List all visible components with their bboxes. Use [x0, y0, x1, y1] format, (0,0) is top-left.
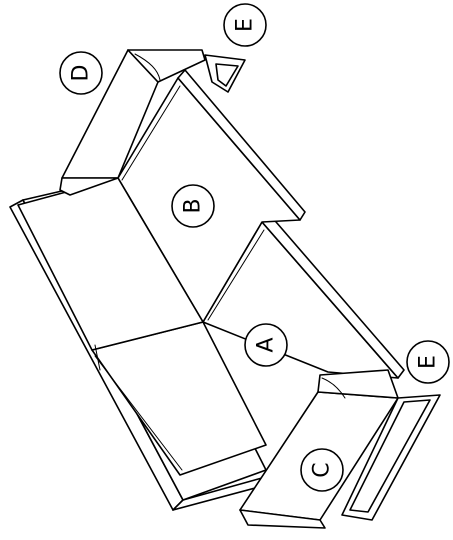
callout-c: C [300, 448, 344, 492]
leg-e-top [204, 54, 246, 93]
callout-a-label: A [254, 337, 279, 352]
callout-d-label: D [69, 65, 94, 82]
callout-b-label: B [181, 198, 206, 213]
callout-b: B [171, 184, 215, 228]
callout-e-bottom-label: E [416, 355, 441, 369]
armrest-d [59, 49, 206, 196]
callout-e-top: E [223, 3, 267, 47]
callout-d: D [59, 51, 103, 95]
callout-e-bottom: E [406, 340, 450, 384]
leg-e-bottom [341, 394, 441, 521]
callout-c-label: C [310, 462, 335, 477]
callout-a: A [244, 323, 288, 367]
callout-e-top-label: E [233, 18, 258, 32]
